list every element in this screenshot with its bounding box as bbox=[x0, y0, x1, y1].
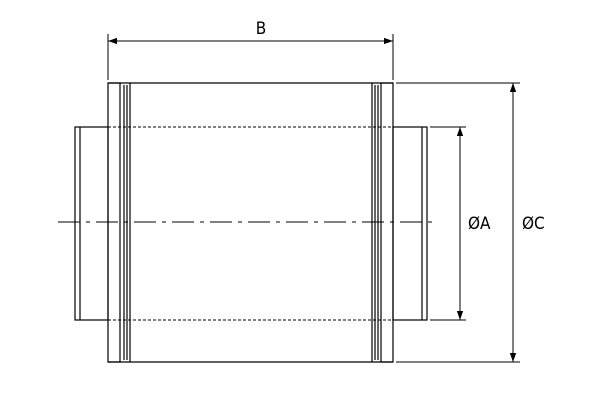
hidden-inner-pipe-lines bbox=[108, 126, 393, 321]
left-spigot bbox=[74, 126, 109, 321]
dimension-a bbox=[430, 126, 466, 321]
dimension-c-label: ØC bbox=[522, 214, 545, 234]
dimension-b bbox=[107, 34, 394, 80]
dimension-c bbox=[396, 82, 520, 363]
right-spigot bbox=[392, 126, 428, 321]
dimension-b-label: B bbox=[256, 19, 267, 39]
dimension-a-label: ØA bbox=[468, 214, 491, 234]
